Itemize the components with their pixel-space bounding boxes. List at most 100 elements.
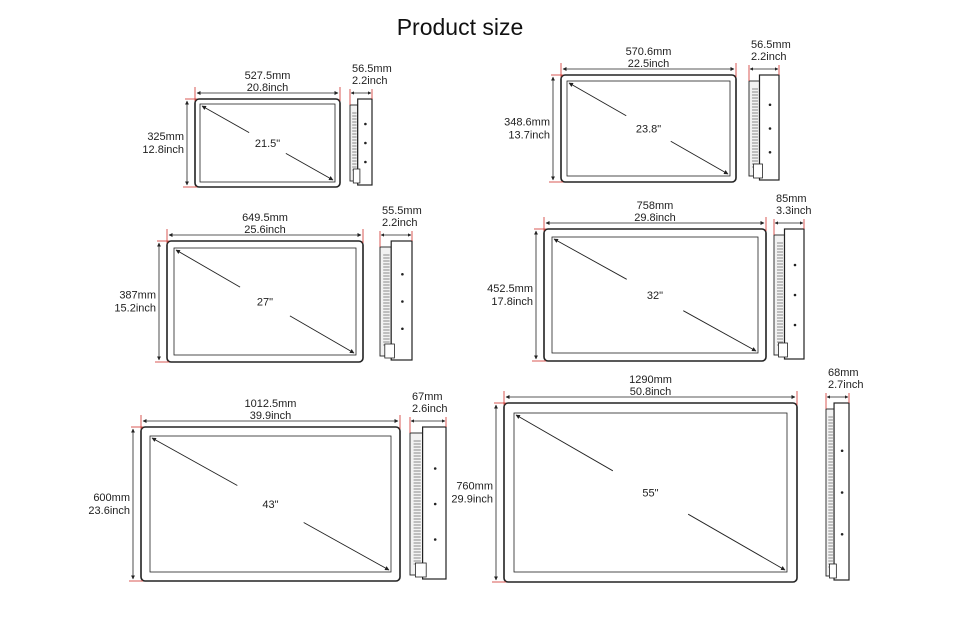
- depth-inch-label: 2.2inch: [751, 51, 786, 63]
- monitor-front: [560, 74, 737, 183]
- diagonal-size-label: 21.5": [255, 138, 280, 150]
- diagonal-arrow: [568, 82, 627, 117]
- monitor-screen: [199, 103, 336, 183]
- diagonal-size-label: 55": [642, 488, 658, 500]
- diagonal-size-label: 23.8": [636, 124, 661, 136]
- screw-dot: [433, 502, 437, 506]
- monitor-front: [194, 98, 341, 188]
- height-inch-label: 13.7inch: [508, 130, 550, 142]
- diagonal-arrow: [289, 315, 355, 354]
- diagonal-arrow: [683, 310, 757, 352]
- width-inch-label: 25.6inch: [244, 224, 286, 236]
- diagonal-arrow: [175, 249, 241, 288]
- monitor-front: [140, 426, 401, 582]
- depth-mm-label: 55.5mm: [382, 205, 422, 217]
- depth-inch-label: 2.6inch: [412, 403, 447, 415]
- width-mm-label: 570.6mm: [626, 46, 672, 58]
- depth-mm-label: 68mm: [828, 367, 859, 379]
- height-inch-label: 23.6inch: [88, 505, 130, 517]
- monitor-screen: [149, 435, 392, 573]
- height-mm-label: 325mm: [147, 131, 184, 143]
- side-profile-foot: [753, 163, 763, 179]
- side-profile-back: [379, 246, 392, 357]
- screw-dot: [793, 323, 797, 327]
- width-inch-label: 20.8inch: [247, 82, 289, 94]
- side-profile-front: [422, 426, 447, 580]
- screw-dot: [840, 449, 844, 453]
- depth-inch-label: 3.3inch: [776, 205, 811, 217]
- screw-dot: [401, 300, 404, 303]
- screw-dot: [840, 491, 844, 494]
- monitor-screen: [173, 247, 357, 356]
- depth-inch-label: 2.2inch: [352, 75, 387, 87]
- depth-mm-label: 56.5mm: [352, 63, 392, 75]
- side-profile-foot: [414, 562, 427, 578]
- diagonal-size-label: 27": [257, 297, 273, 309]
- diagonal-arrow: [285, 152, 334, 181]
- height-inch-label: 12.8inch: [142, 144, 184, 156]
- diagonal-arrow: [201, 105, 250, 134]
- screw-dot: [768, 127, 772, 130]
- width-mm-label: 1012.5mm: [245, 398, 297, 410]
- height-inch-label: 17.8inch: [491, 296, 533, 308]
- width-mm-label: 649.5mm: [242, 212, 288, 224]
- width-inch-label: 29.8inch: [634, 212, 676, 224]
- screw-dot: [433, 538, 437, 541]
- width-inch-label: 39.9inch: [250, 410, 292, 422]
- screw-dot: [401, 272, 404, 276]
- diagonal-arrow: [553, 238, 627, 280]
- monitor-front: [543, 228, 767, 362]
- diagonal-arrow: [670, 140, 729, 175]
- screw-dot: [364, 160, 367, 164]
- screw-dot: [768, 150, 772, 154]
- height-mm-label: 387mm: [119, 290, 156, 302]
- height-mm-label: 600mm: [93, 492, 130, 504]
- screw-dot: [793, 263, 797, 267]
- width-inch-label: 22.5inch: [628, 58, 670, 70]
- screw-dot: [364, 141, 367, 145]
- side-profile-foot: [778, 342, 788, 358]
- screw-dot: [401, 327, 404, 331]
- side-profile-foot: [829, 563, 837, 579]
- monitor-front: [166, 240, 364, 363]
- side-profile-back: [773, 234, 785, 356]
- width-mm-label: 1290mm: [629, 374, 672, 386]
- depth-inch-label: 2.2inch: [382, 217, 417, 229]
- diagonal-size-label: 43": [262, 499, 278, 511]
- width-mm-label: 527.5mm: [245, 70, 291, 82]
- diagonal-arrow: [303, 522, 390, 571]
- page-title: Product size: [396, 14, 524, 40]
- depth-mm-label: 56.5mm: [751, 39, 791, 51]
- screw-dot: [768, 103, 772, 107]
- side-profile-back: [825, 408, 835, 577]
- depth-mm-label: 85mm: [776, 193, 807, 205]
- monitor-screen: [551, 236, 759, 354]
- depth-mm-label: 67mm: [412, 391, 443, 403]
- width-mm-label: 758mm: [637, 200, 674, 212]
- diagonal-arrow: [687, 513, 786, 571]
- screw-dot: [433, 467, 437, 470]
- monitor-screen: [566, 80, 731, 177]
- diagonal-arrow: [151, 437, 238, 486]
- depth-inch-label: 2.7inch: [828, 379, 863, 391]
- height-inch-label: 15.2inch: [114, 303, 156, 315]
- height-inch-label: 29.9inch: [451, 494, 493, 506]
- height-mm-label: 348.6mm: [504, 117, 550, 129]
- diagonal-arrow: [515, 414, 614, 472]
- screw-dot: [793, 293, 797, 297]
- screw-dot: [364, 122, 367, 126]
- diagonal-size-label: 32": [647, 290, 663, 302]
- height-mm-label: 760mm: [456, 481, 493, 493]
- monitor-front: [503, 402, 798, 583]
- screw-dot: [840, 532, 844, 536]
- height-mm-label: 452.5mm: [487, 283, 533, 295]
- width-inch-label: 50.8inch: [630, 386, 672, 398]
- side-profile-foot: [384, 343, 395, 359]
